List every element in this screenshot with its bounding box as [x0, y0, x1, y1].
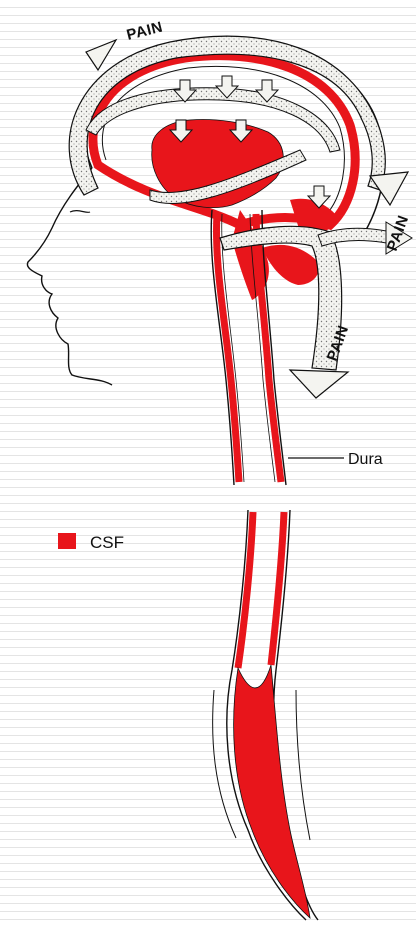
pain-arrowhead-top: [86, 40, 116, 70]
cisterna-magna: [262, 245, 319, 285]
pain-arrowhead-lower: [290, 370, 348, 398]
csf-legend-label: CSF: [90, 533, 124, 552]
spinal-csf-lower-left: [238, 512, 253, 668]
lumbar-cistern: [234, 665, 310, 918]
eye-mark: [70, 211, 90, 213]
dura-label: Dura: [348, 451, 383, 468]
spinal-csf-upper-left: [216, 214, 239, 482]
face-profile: [27, 168, 112, 385]
pain-label-right: PAIN: [384, 213, 413, 253]
pain-label-top: PAIN: [125, 18, 165, 43]
spinal-csf-lower-right: [271, 512, 284, 665]
pain-arrow-right-branch: [318, 228, 392, 246]
csf-legend-swatch: [58, 533, 76, 549]
